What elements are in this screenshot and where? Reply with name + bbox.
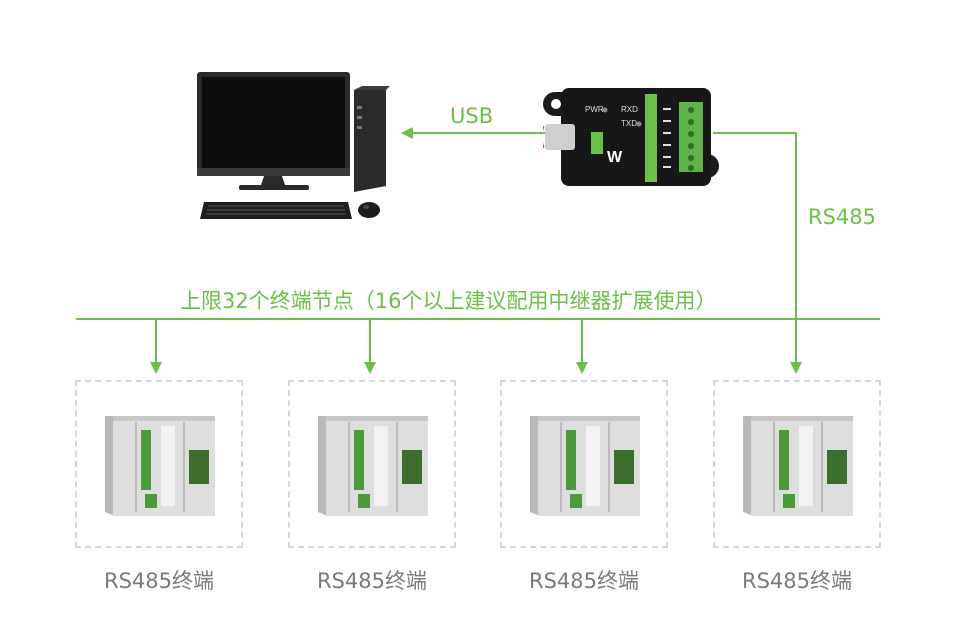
terminal-box-4 <box>713 380 881 548</box>
terminal-box-2 <box>288 380 456 548</box>
terminal-label-4: RS485终端 <box>741 569 852 593</box>
txd-text: TXD <box>621 119 637 128</box>
terminal-label-1: RS485终端 <box>103 569 214 593</box>
pwr-text: PWR <box>585 105 604 114</box>
rs485-terminal-device-icon <box>530 416 640 516</box>
rs485-terminal-device-icon <box>318 416 428 516</box>
terminal-box-3 <box>500 380 668 548</box>
desktop-computer-icon <box>197 72 390 219</box>
usb-label: USB <box>450 104 494 128</box>
brand-logo: W <box>607 149 623 166</box>
usb-rs485-converter-icon: PWR RXD TXD W <box>543 88 719 186</box>
rs485-terminal-device-icon <box>743 416 853 516</box>
terminal-box-1 <box>75 380 243 548</box>
terminal-label-2: RS485终端 <box>316 569 427 593</box>
rxd-text: RXD <box>621 105 638 114</box>
terminal-label-3: RS485终端 <box>528 569 639 593</box>
bus-label: 上限32个终端节点（16个以上建议配用中继器扩展使用） <box>180 289 717 313</box>
rs485-connection-line <box>713 132 802 374</box>
rs485-terminal-device-icon <box>105 416 215 516</box>
rs485-label: RS485 <box>808 205 877 229</box>
